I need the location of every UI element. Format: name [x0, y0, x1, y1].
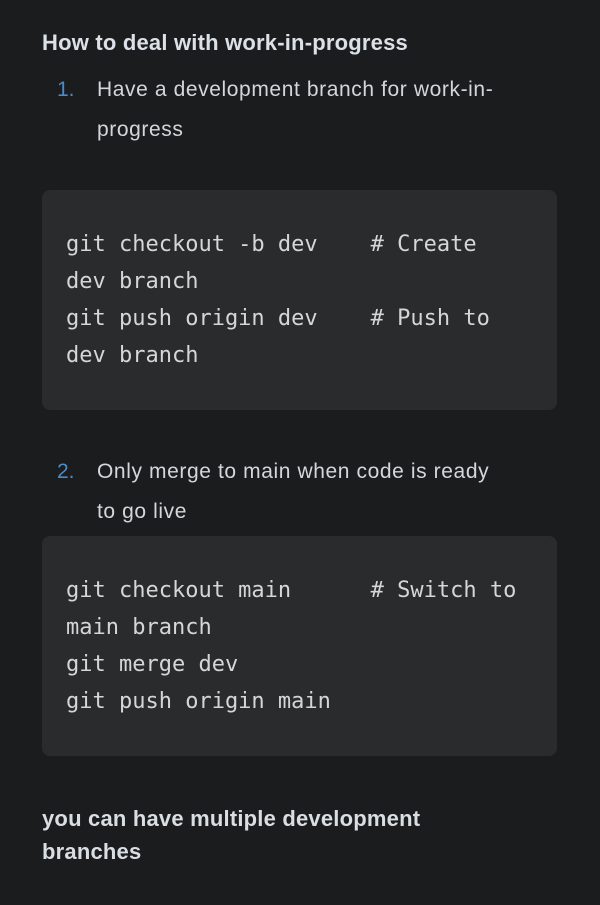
footer-note: you can have multiple development branch…: [42, 806, 421, 864]
step-number-1: 1.: [57, 78, 75, 101]
article: How to deal with work-in-progress 1. Hav…: [42, 30, 557, 864]
step-item-2: 2. Only merge to main when code is ready…: [42, 452, 557, 532]
step-number-2: 2.: [57, 460, 75, 483]
code-block-1: git checkout -b dev # Create dev branch …: [42, 190, 557, 410]
step-text-2: Only merge to main when code is ready to…: [97, 460, 490, 523]
step-item-1: 1. Have a development branch for work-in…: [42, 70, 557, 150]
code-block-2: git checkout main # Switch to main branc…: [42, 536, 557, 756]
section-heading: How to deal with work-in-progress: [42, 30, 408, 55]
step-text-1: Have a development branch for work-in- p…: [97, 78, 494, 141]
